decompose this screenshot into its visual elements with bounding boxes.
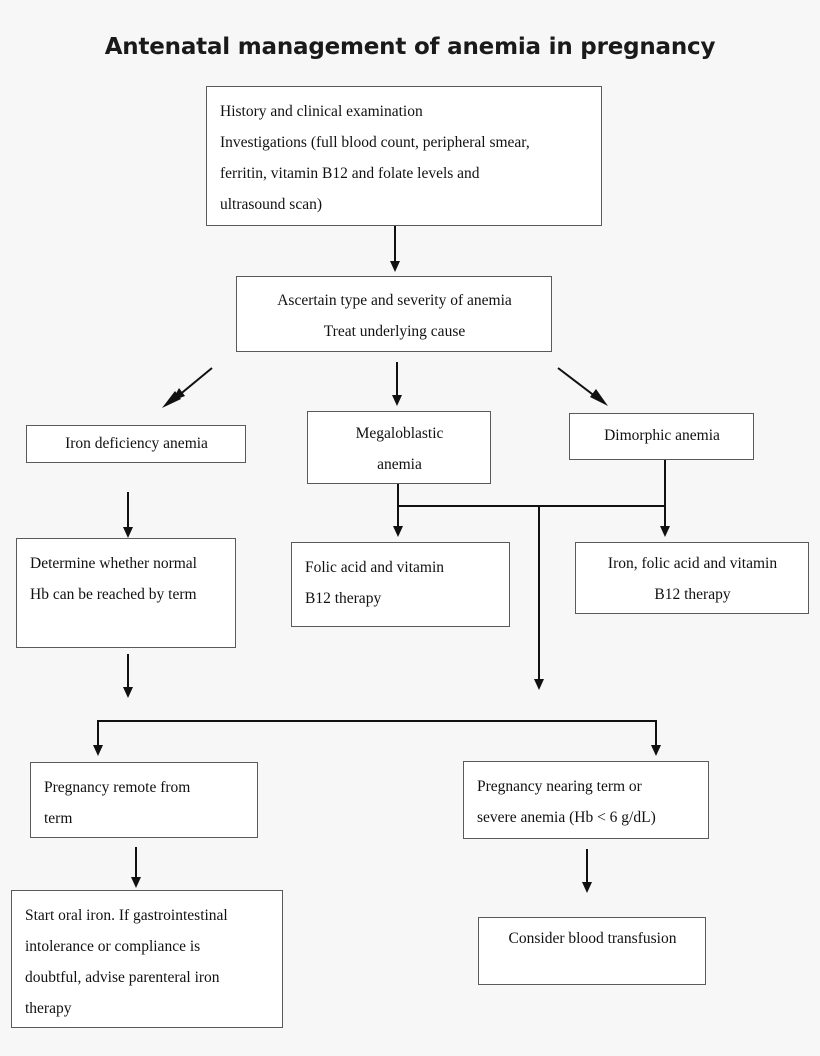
node-history-line-3: ferritin, vitamin B12 and folate levels … [220,165,480,182]
arrowhead-remote-to-oral-iron [130,877,141,888]
node-dimorphic-anemia: Dimorphic anemia [569,413,754,460]
arrowhead-split-center-long [533,679,544,690]
connector-split-center-long [538,505,540,682]
node-determine-hb-line-1: Determine whether normal [30,555,197,572]
node-pregnancy-remote-line-2: term [44,810,73,827]
node-iron-folic-line-1: Iron, folic acid and vitamin [607,555,778,572]
arrowhead-iron-deficiency-to-determine [122,527,133,538]
node-history-line-1: History and clinical examination [220,103,423,120]
node-pregnancy-remote: Pregnancy remote from term [30,762,258,838]
node-pregnancy-remote-line-1: Pregnancy remote from [44,779,191,796]
node-history-line-2: Investigations (full blood count, periph… [220,134,530,151]
node-history-line-4: ultrasound scan) [220,196,323,213]
node-megaloblastic-anemia: Megaloblastic anemia [307,411,491,484]
connector-megaloblastic-stub [397,484,399,506]
node-dimorphic-line-1: Dimorphic anemia [604,427,720,444]
node-pregnancy-nearing-term: Pregnancy nearing term or severe anemia … [463,761,709,839]
node-oral-iron-line-4: therapy [25,1000,72,1017]
node-folic-acid-line-2: B12 therapy [305,590,382,607]
node-ascertain-line-2: Treat underlying cause [323,323,466,340]
node-megaloblastic-line-2: anemia [377,456,422,473]
connector-ascertain-to-iron-deficiency [162,367,213,408]
arrowhead-lower-bar-right [650,745,661,756]
node-ascertain-type: Ascertain type and severity of anemia Tr… [236,276,552,352]
node-megaloblastic-line-1: Megaloblastic [355,425,444,442]
arrowhead-determine-to-lower-bar [122,687,133,698]
node-determine-hb-line-2: Hb can be reached by term [30,586,197,603]
node-folic-acid-line-1: Folic acid and vitamin [305,559,445,576]
arrowhead-split-to-iron-folic [659,526,670,537]
connector-ascertain-to-dimorphic [557,367,608,406]
connector-remote-to-oral-iron [135,847,137,880]
connector-megaloblastic-split-bar [397,505,666,507]
connector-lower-bar-left-drop [97,720,99,748]
arrowhead-lower-bar-left [92,745,103,756]
node-oral-iron-line-1: Start oral iron. If gastrointestinal [25,907,228,924]
node-ascertain-line-1: Ascertain type and severity of anemia [277,292,512,309]
connector-dimorphic-to-split-bar [664,460,666,506]
connector-determine-to-lower-bar [127,654,129,690]
arrowhead-nearing-to-transfusion [581,882,592,893]
connector-ascertain-to-megaloblastic [396,362,398,398]
node-transfusion-line-1: Consider blood transfusion [508,930,677,947]
connector-split-to-folic [397,505,399,529]
connector-split-to-iron-folic [664,505,666,529]
connector-iron-deficiency-to-determine [127,492,129,530]
arrowhead-ascertain-to-megaloblastic [391,395,402,406]
node-iron-folic-line-2: B12 therapy [654,586,731,603]
node-pregnancy-nearing-line-2: severe anemia (Hb < 6 g/dL) [477,809,656,826]
connector-lower-distribution-bar [97,720,657,722]
node-consider-blood-transfusion: Consider blood transfusion [478,917,706,985]
node-history-investigations: History and clinical examination Investi… [206,86,602,226]
connector-lower-bar-right-drop [655,720,657,748]
node-oral-iron-line-2: intolerance or compliance is [25,938,201,955]
connector-nearing-to-transfusion [586,849,588,885]
node-iron-deficiency-anemia: Iron deficiency anemia [26,425,246,463]
node-determine-hb: Determine whether normal Hb can be reach… [16,538,236,648]
node-oral-iron-line-3: doubtful, advise parenteral iron [25,969,220,986]
node-start-oral-iron: Start oral iron. If gastrointestinal int… [11,890,283,1028]
node-folic-acid-b12: Folic acid and vitamin B12 therapy [291,542,510,627]
connector-history-to-ascertain [394,226,396,264]
page-title: Antenatal management of anemia in pregna… [104,34,716,60]
arrowhead-history-to-ascertain [389,261,400,272]
node-pregnancy-nearing-line-1: Pregnancy nearing term or [477,778,642,795]
node-iron-folic-acid-b12: Iron, folic acid and vitamin B12 therapy [575,542,809,614]
node-iron-deficiency-line-1: Iron deficiency anemia [65,435,208,452]
arrowhead-split-to-folic [392,526,403,537]
